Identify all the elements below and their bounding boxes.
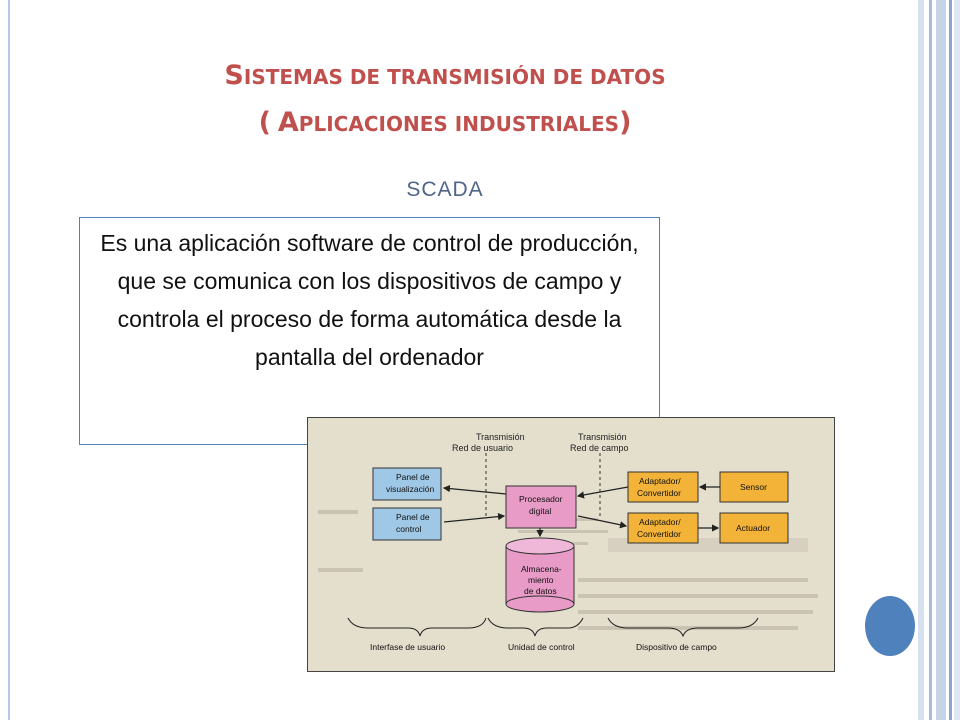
visual-panel-box <box>372 467 442 501</box>
processor-label-2: digital <box>529 506 551 516</box>
actuator-box <box>719 512 789 544</box>
storage-label-2: miento <box>528 575 554 585</box>
control-unit-label: Unidad de control <box>508 642 575 652</box>
scada-diagram: Transmisión Red de usuario Transmisión R… <box>308 418 834 671</box>
definition-text: Es una aplicación software de control de… <box>100 230 639 370</box>
scada-diagram-image: Transmisión Red de usuario Transmisión R… <box>307 417 835 672</box>
visual-panel-label-1: Panel de <box>396 472 430 482</box>
control-panel-label-1: Panel de <box>396 512 430 522</box>
sensor-box <box>719 471 789 503</box>
adapter-2-label-2: Convertidor <box>637 529 681 539</box>
sensor-label: Sensor <box>740 482 767 492</box>
control-panel-label-2: control <box>396 524 422 534</box>
processor-box <box>505 485 577 529</box>
visual-panel-label-2: visualización <box>386 484 434 494</box>
user-network-label-1: Transmisión <box>476 432 525 442</box>
title-line-2: ( APLICACIONES INDUSTRIALES) <box>258 107 632 138</box>
adapter-box-2 <box>627 512 699 544</box>
field-network-label-2: Red de campo <box>570 443 629 453</box>
processor-label-1: Procesador <box>519 494 563 504</box>
definition-textbox: Es una aplicación software de control de… <box>79 217 660 445</box>
left-border-rule <box>8 0 10 720</box>
control-panel-box <box>372 507 442 541</box>
decorative-blue-circle <box>865 596 915 656</box>
adapter-1-label-2: Convertidor <box>637 488 681 498</box>
user-network-label-2: Red de usuario <box>452 443 513 453</box>
adapter-box-1 <box>627 471 699 503</box>
field-device-label: Dispositivo de campo <box>636 642 717 652</box>
user-interface-label: Interfase de usuario <box>370 642 445 652</box>
title-line-1: SISTEMAS DE TRANSMISIÓN DE DATOS <box>224 60 666 91</box>
actuator-label: Actuador <box>736 523 770 533</box>
adapter-2-label-1: Adaptador/ <box>639 517 681 527</box>
diagram-arrows <box>442 483 720 538</box>
storage-cylinder <box>505 537 575 613</box>
storage-label-1: Almacena- <box>521 564 562 574</box>
slide-subtitle: SCADA <box>406 178 484 201</box>
right-decorative-stripes <box>916 0 960 720</box>
slide-title: SISTEMAS DE TRANSMISIÓN DE DATOS ( APLIC… <box>100 54 790 148</box>
adapter-1-label-1: Adaptador/ <box>639 476 681 486</box>
bottom-braces <box>347 617 759 638</box>
storage-label-3: de datos <box>524 586 557 596</box>
field-network-label-1: Transmisión <box>578 432 627 442</box>
